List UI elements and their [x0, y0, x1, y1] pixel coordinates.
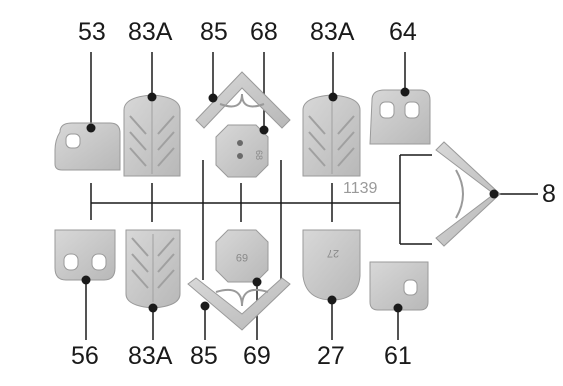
- callout-69: 69: [243, 342, 271, 370]
- group-label: 1139: [343, 180, 378, 197]
- part-53: [54, 122, 121, 171]
- dot-64: [400, 87, 410, 97]
- dot-69: [252, 277, 262, 287]
- callout-53: 53: [78, 18, 106, 46]
- part-61: [369, 261, 429, 311]
- callout-27: 27: [317, 342, 345, 370]
- dot-61: [393, 303, 403, 313]
- callout-85-top: 85: [200, 18, 228, 46]
- dot-68: [259, 125, 269, 135]
- part-69-marking: 69: [236, 251, 248, 263]
- dot-83a-3: [148, 303, 158, 313]
- dot-83a-1: [147, 92, 157, 102]
- callout-dots: [81, 87, 499, 313]
- part-64: [369, 89, 431, 145]
- part-83a-bottom: [125, 229, 181, 309]
- part-83a-top-left: [123, 94, 181, 177]
- part-68: 68: [215, 124, 269, 178]
- part-27: 27: [302, 229, 361, 301]
- part-83a-top-right: [302, 94, 361, 177]
- part-27-marking: 27: [327, 247, 339, 259]
- dot-85-bottom: [200, 301, 210, 311]
- callout-68: 68: [250, 18, 278, 46]
- callout-56: 56: [71, 342, 99, 370]
- connector-lines: [85, 52, 538, 340]
- callout-61: 61: [384, 342, 412, 370]
- callout-83a-bottom: 83A: [128, 342, 173, 370]
- callout-83a-top-right: 83A: [310, 18, 355, 46]
- part-85-bottom: [187, 277, 291, 331]
- dot-85-top: [208, 93, 218, 103]
- callout-83a-top-left: 83A: [128, 18, 173, 46]
- dot-27: [327, 295, 337, 305]
- dot-8: [489, 189, 499, 199]
- part-69: 69: [215, 229, 269, 283]
- dot-53: [86, 123, 96, 133]
- part-85-top: [195, 71, 291, 129]
- dot-56: [81, 275, 91, 285]
- part-56: [54, 229, 116, 281]
- callout-85-bottom: 85: [190, 342, 218, 370]
- dot-83a-2: [328, 92, 338, 102]
- callout-64: 64: [389, 18, 417, 46]
- callout-8: 8: [542, 180, 556, 208]
- part-68-marking: 68: [254, 150, 264, 160]
